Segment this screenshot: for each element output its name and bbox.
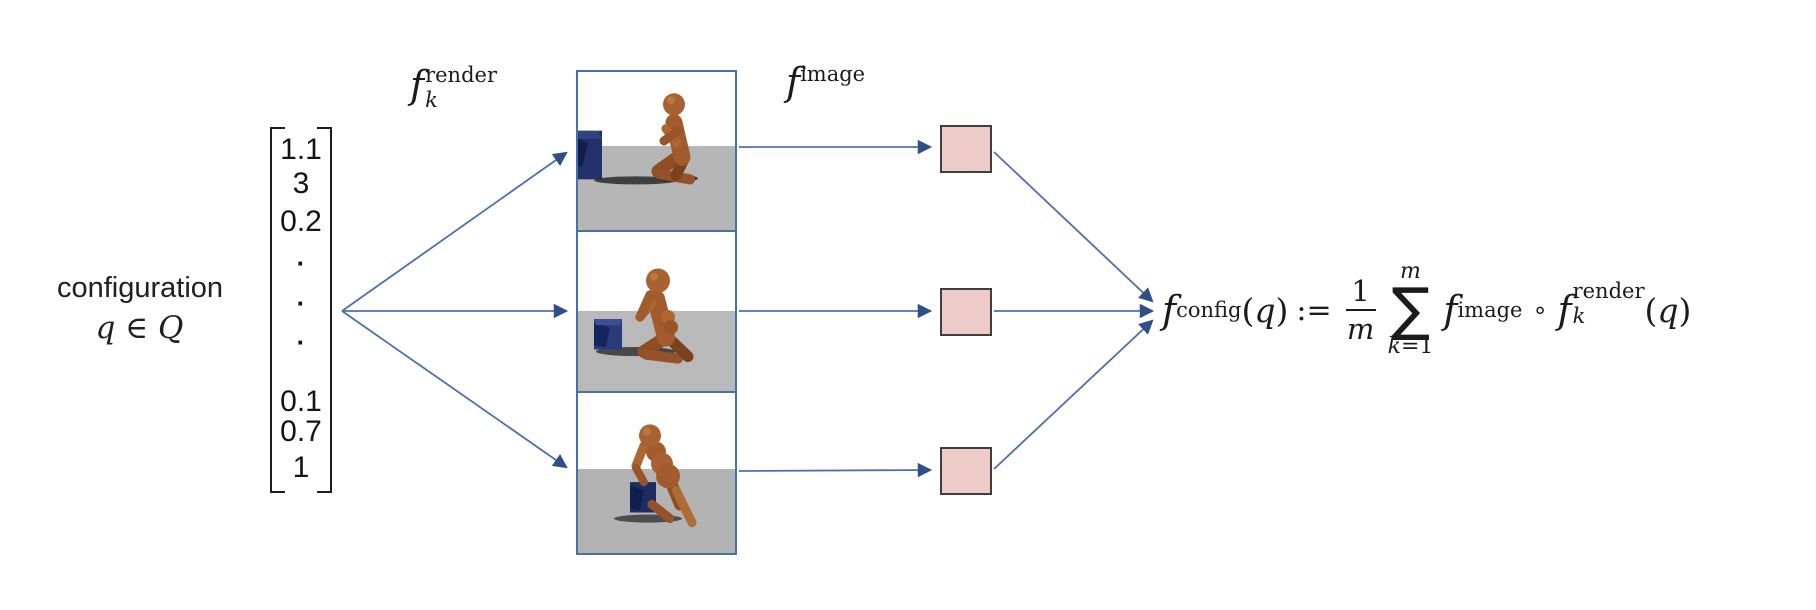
arrow-vector-to-render-3 (341, 310, 568, 469)
f-symbol: f (410, 63, 425, 107)
vector-value: 0.1 (280, 385, 322, 418)
arrow-embed3-to-formula (993, 319, 1154, 470)
render-superscript: render (425, 62, 497, 87)
humanoid-figure (651, 93, 695, 185)
arrow-render3-to-embed3 (738, 462, 933, 478)
sigma-symbol: ∑ (1390, 275, 1431, 343)
humanoid-figure (635, 268, 694, 364)
vector-ellipsis-dot: · (296, 288, 306, 318)
vector-value: 1.1 (280, 133, 322, 166)
left-paren: ( (1644, 290, 1658, 330)
one-over-m-fraction: 1 m (1345, 274, 1376, 346)
vector-value: 0.7 (280, 415, 322, 448)
sum-upper-limit: m (1400, 259, 1421, 284)
composition-symbol: ∘ (1532, 296, 1548, 324)
embedding-box-2 (940, 288, 992, 336)
q-in-symbol: q ∈ (95, 310, 159, 346)
ground-plane (578, 145, 735, 230)
configuration-vector: 1.1 3 0.2 · · · 0.1 0.7 1 (270, 127, 332, 493)
right-paren: ) (1275, 290, 1289, 330)
configuration-caption: configuration (56, 272, 224, 304)
render-view-1 (578, 72, 735, 232)
render-view-2 (578, 232, 735, 393)
arrow-vector-to-render-1 (341, 151, 568, 312)
fraction-numerator: 1 (1351, 274, 1370, 308)
fraction-denominator: m (1346, 312, 1375, 346)
render-scene-2 (578, 232, 735, 391)
vector-left-bracket (270, 127, 285, 493)
Q-set-symbol: Q (158, 310, 185, 346)
blue-cube (594, 319, 622, 350)
vector-value: 3 (292, 167, 310, 200)
f-symbol: f (1162, 288, 1177, 332)
image-superscript: image (1457, 298, 1523, 322)
defined-as-symbol: := (1296, 292, 1332, 328)
q-in-Q-caption: q ∈ Q (38, 310, 242, 346)
image-superscript: image (800, 62, 866, 86)
vector-value: 0.2 (280, 205, 322, 238)
render-scene-1 (578, 72, 735, 230)
config-superscript: config (1176, 298, 1242, 322)
summation: m ∑ k=1 (1388, 261, 1434, 359)
q-argument: q (1657, 290, 1679, 330)
sum-lower-limit: k=1 (1387, 334, 1434, 359)
f-symbol: f (786, 60, 801, 104)
render-scene-3 (578, 393, 735, 553)
render-view-3 (578, 393, 735, 553)
rendered-views-strip (576, 70, 737, 555)
arrow-embed1-to-formula (993, 151, 1154, 303)
k-subscript: k (1572, 304, 1586, 328)
embedding-box-3 (940, 447, 992, 495)
left-paren: ( (1241, 290, 1255, 330)
vector-ellipsis-dot: · (296, 327, 306, 357)
q-argument: q (1254, 290, 1276, 330)
k-subscript: k (425, 87, 438, 112)
humanoid-figure (631, 424, 697, 528)
vector-value: 1 (292, 451, 310, 484)
f-symbol: f (1557, 288, 1572, 332)
f-symbol: f (1443, 288, 1458, 332)
image-function-label: fimage (786, 62, 865, 101)
vector-right-bracket (317, 127, 332, 493)
render-superscript: render (1572, 279, 1645, 303)
vector-ellipsis-dot: · (296, 248, 306, 278)
right-paren: ) (1678, 290, 1692, 330)
blue-cube (578, 130, 602, 180)
embedding-box-1 (940, 125, 992, 173)
fraction-bar (1345, 309, 1376, 311)
